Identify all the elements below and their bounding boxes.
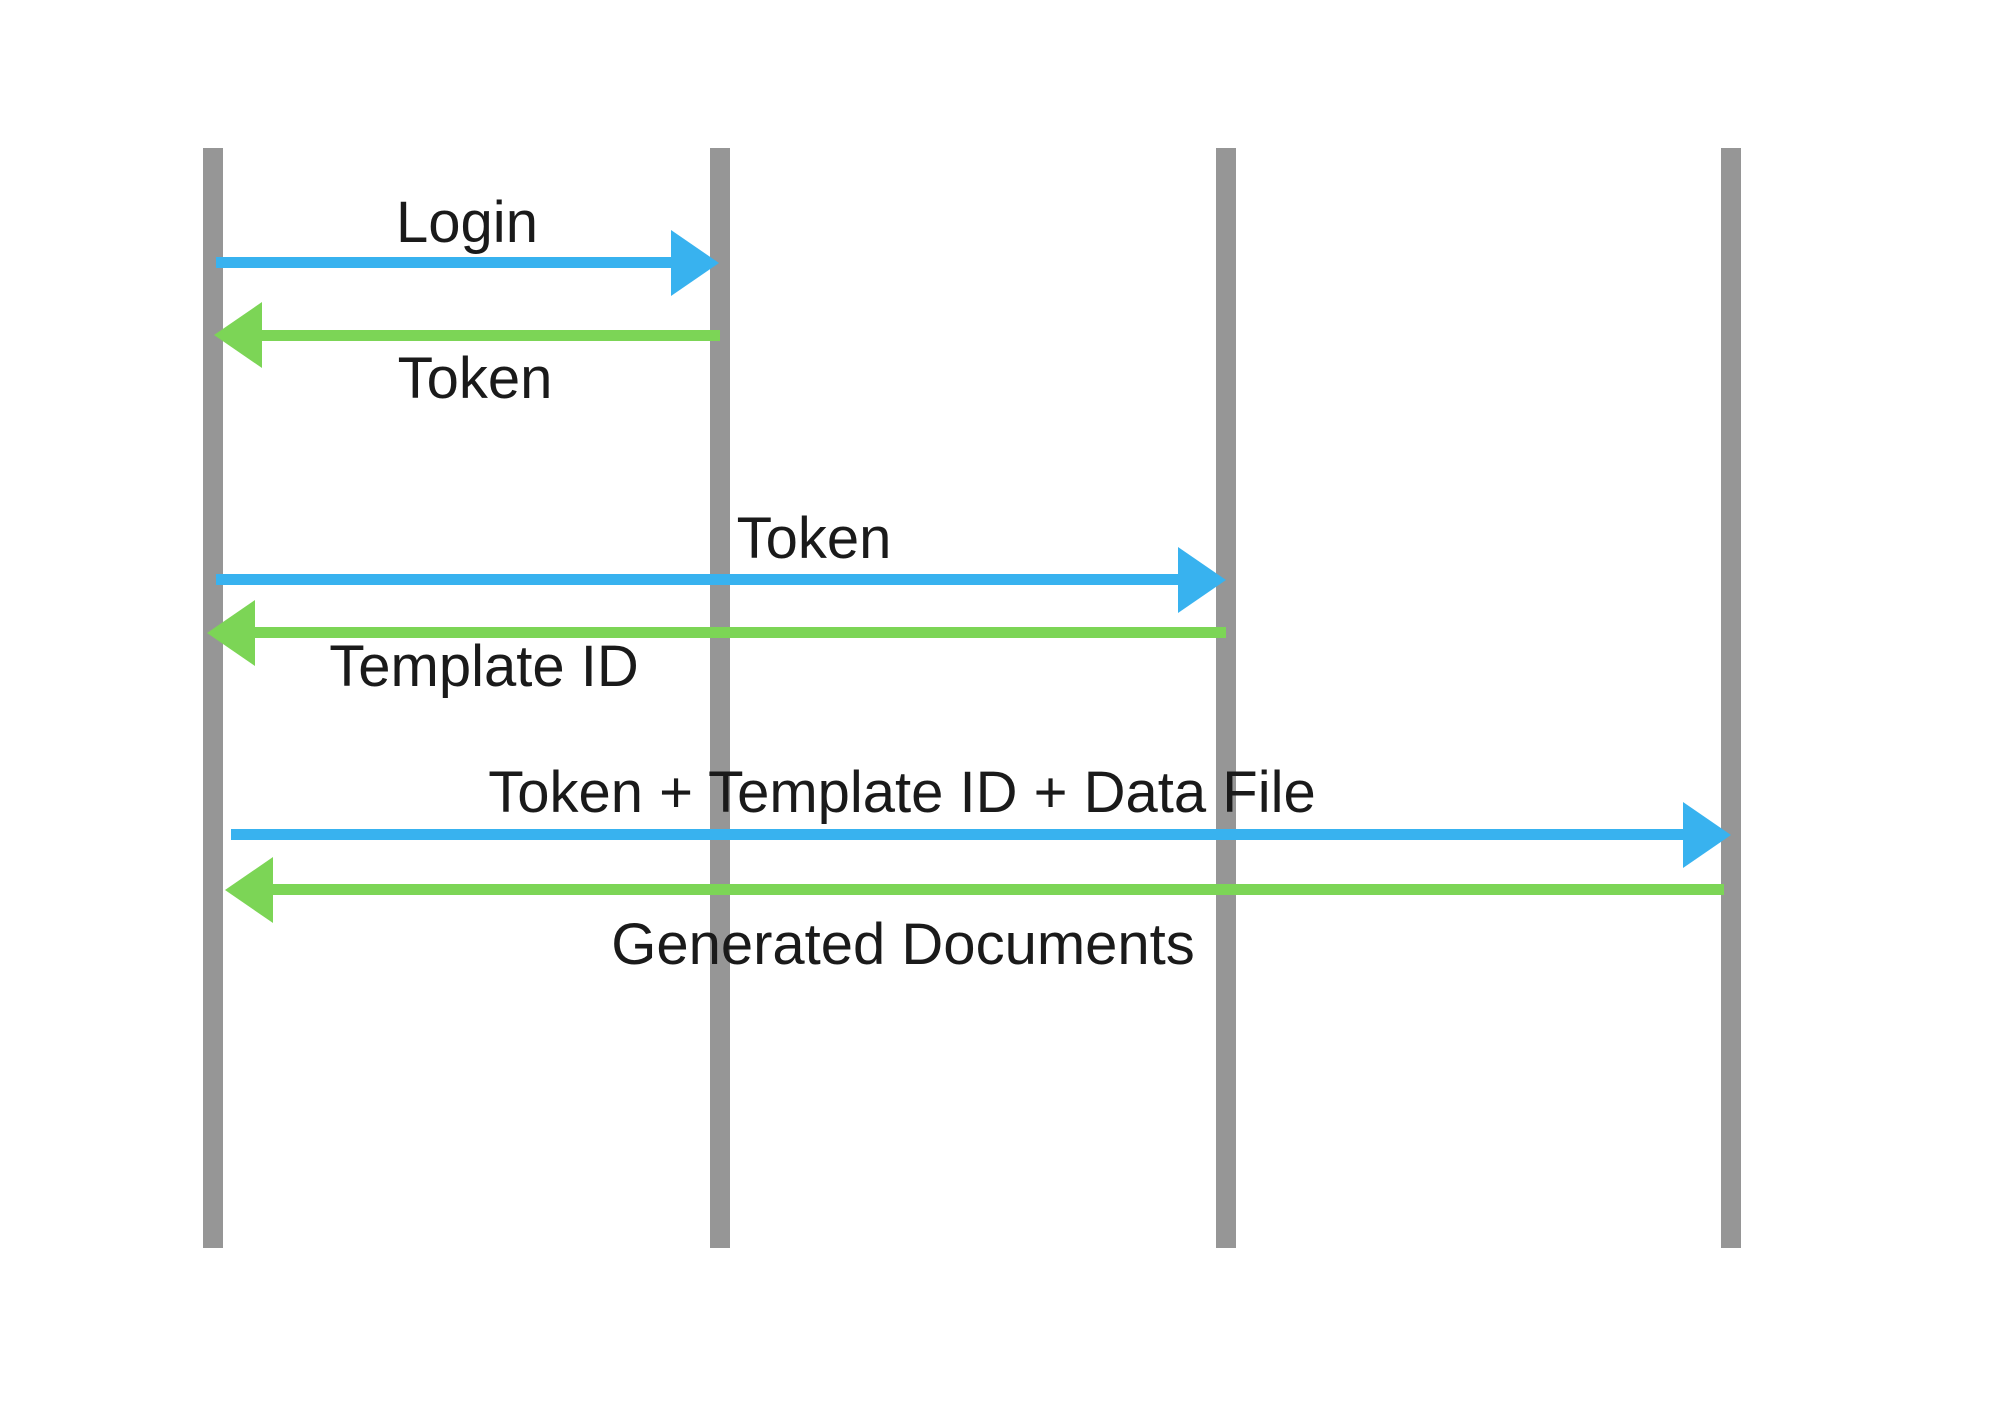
- arrow-head-left-icon: [214, 302, 262, 368]
- arrow-shaft: [273, 884, 1724, 895]
- arrow-shaft: [255, 627, 1226, 638]
- arrow-shaft: [216, 257, 671, 268]
- lifeline-1: [203, 148, 223, 1248]
- arrow-head-right-icon: [1178, 547, 1226, 613]
- message-label: Token: [736, 506, 892, 571]
- lifeline-3: [1216, 148, 1236, 1248]
- lifeline-2: [710, 148, 730, 1248]
- arrow-head-right-icon: [1683, 802, 1731, 868]
- message-label: Generated Documents: [611, 912, 1195, 977]
- arrow-head-right-icon: [671, 230, 719, 296]
- message-label: Token + Template ID + Data File: [488, 760, 1316, 825]
- arrow-head-left-icon: [225, 857, 273, 923]
- lifeline-4: [1721, 148, 1741, 1248]
- arrow-head-left-icon: [207, 600, 255, 666]
- arrow-shaft: [262, 330, 720, 341]
- message-label: Template ID: [329, 634, 639, 699]
- message-label: Token: [397, 346, 553, 411]
- message-label: Login: [396, 190, 538, 255]
- arrow-shaft: [231, 829, 1683, 840]
- arrow-shaft: [216, 574, 1178, 585]
